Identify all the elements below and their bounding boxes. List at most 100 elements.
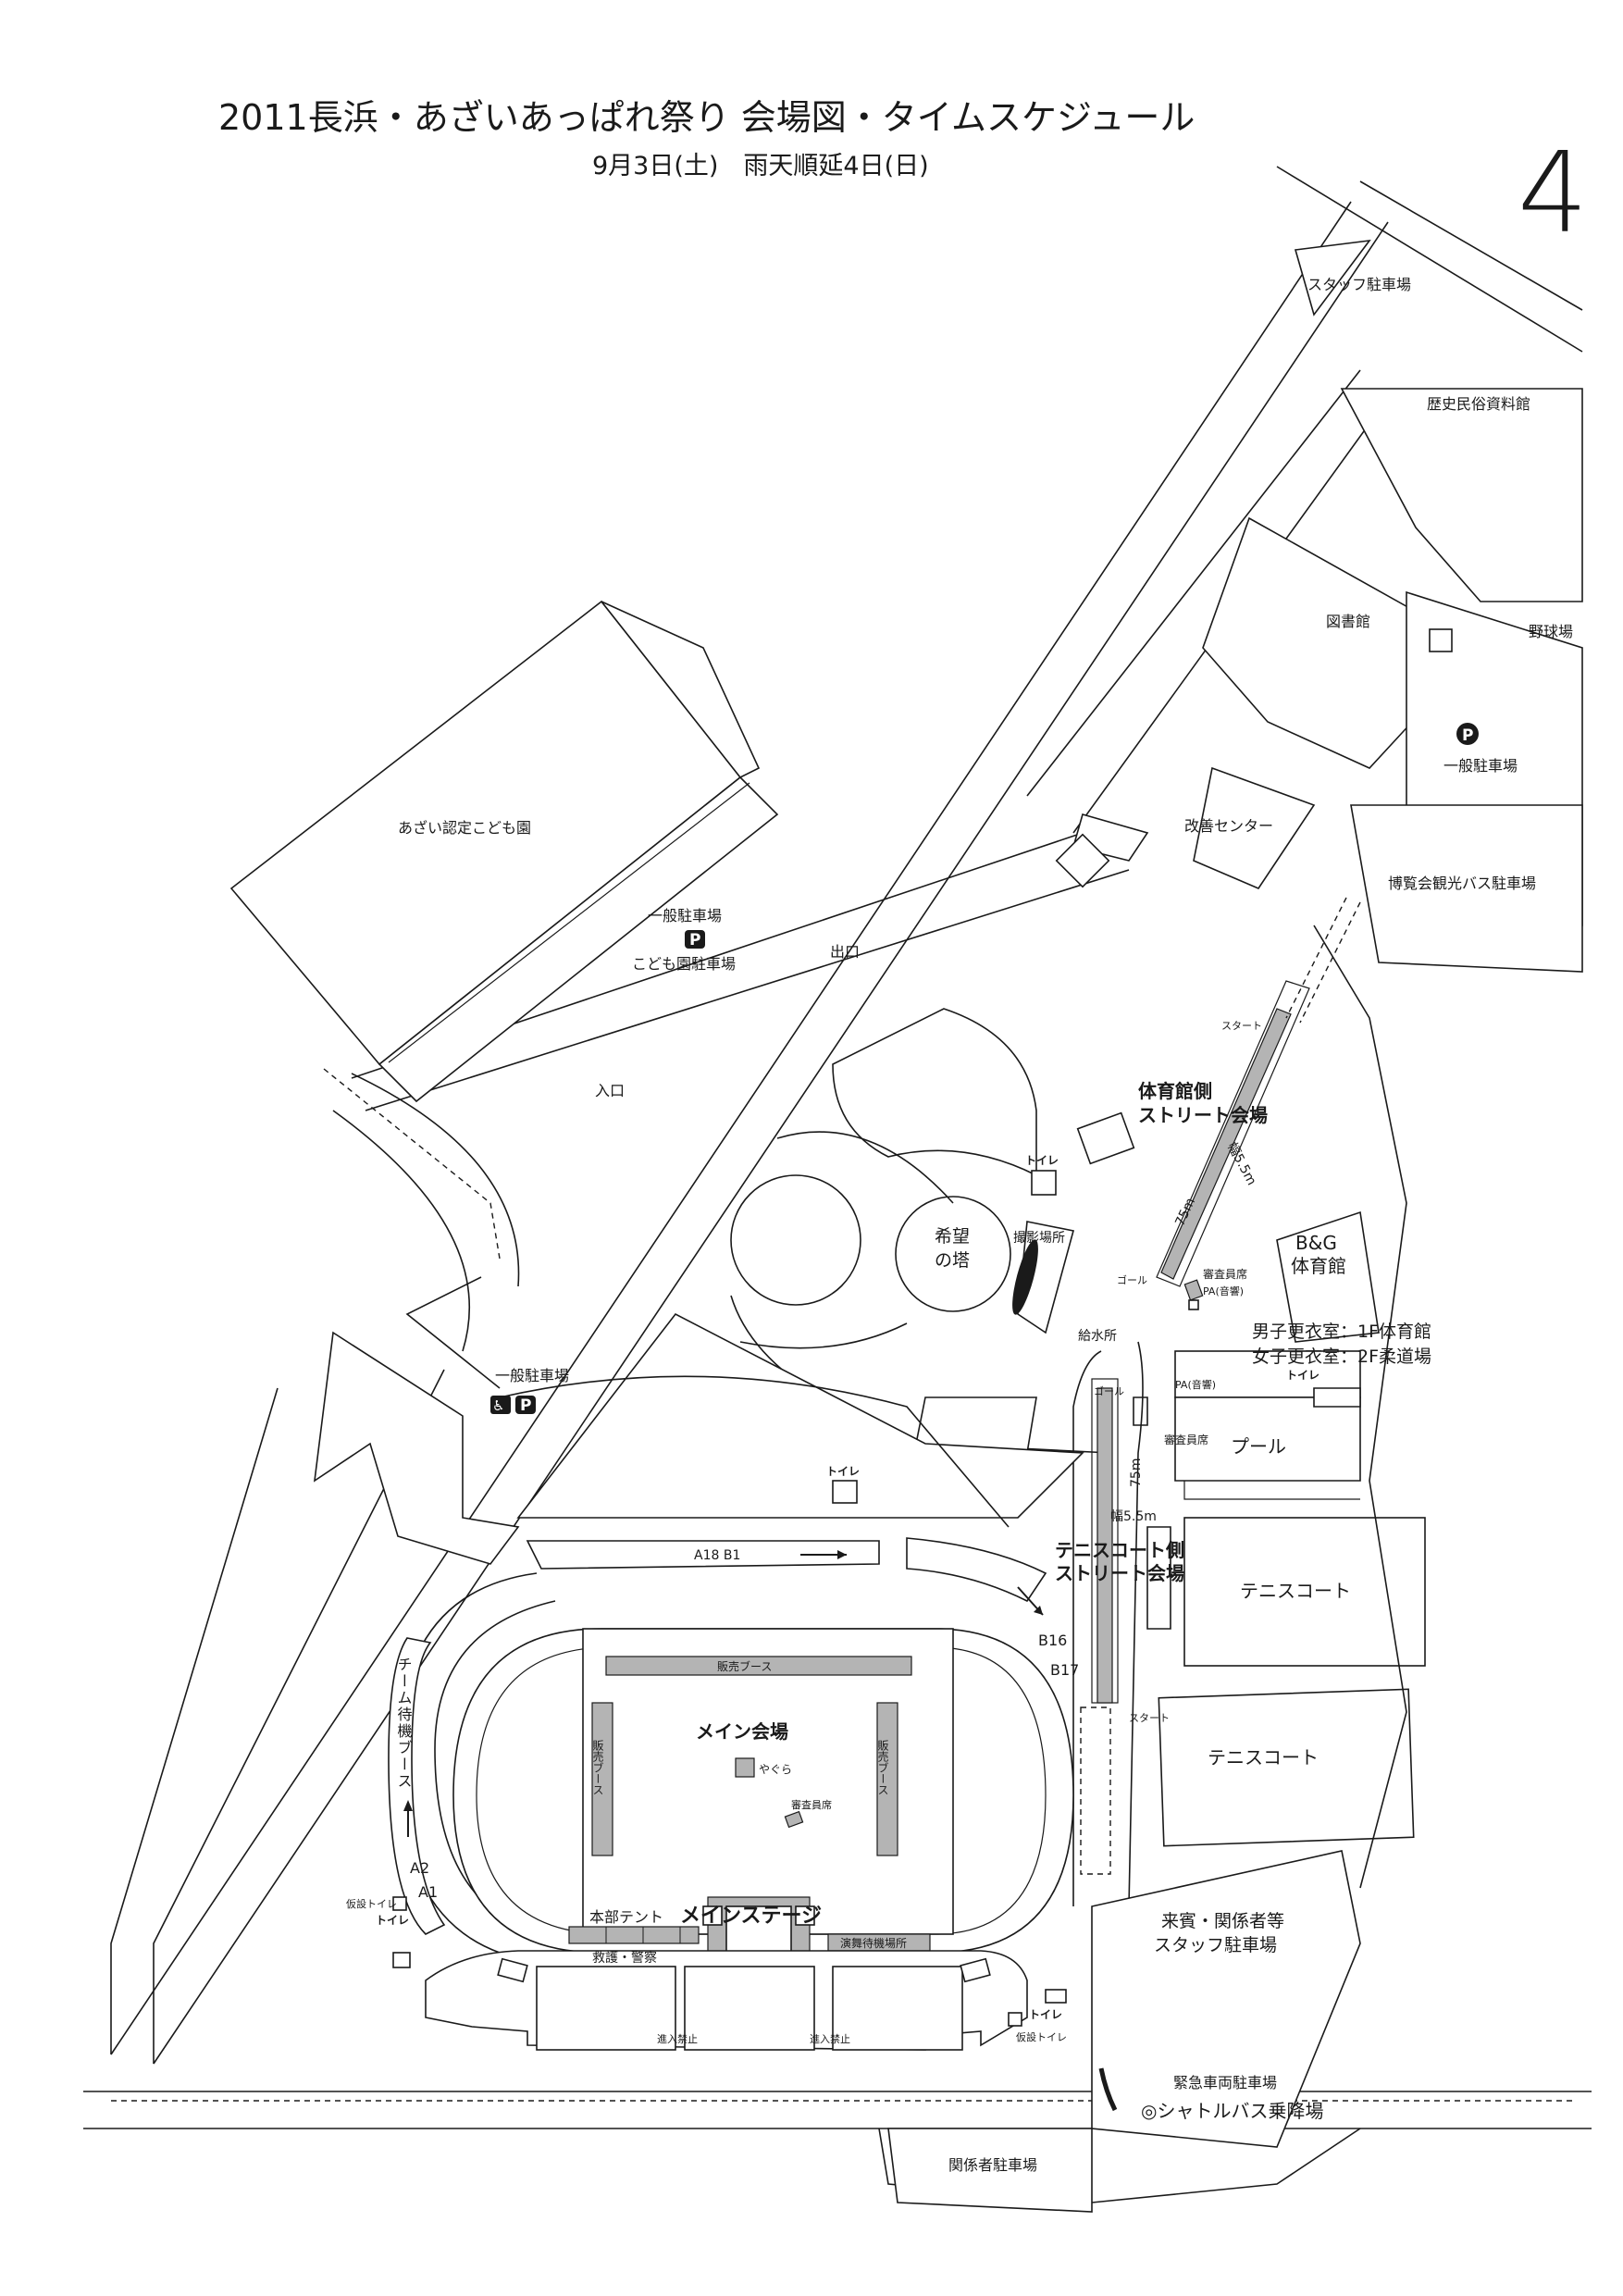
label-length-bottom: 75m (1129, 1458, 1144, 1487)
label-kaizen-center: 改善センター (1184, 817, 1273, 835)
label-emergency-parking: 緊急車両駐車場 (1173, 2074, 1277, 2091)
label-booth-a18-b1: A18 B1 (694, 1548, 740, 1563)
label-temp-toilet-left: 仮設トイレ (346, 1897, 397, 1910)
label-toilet-gym: トイレ (1286, 1369, 1319, 1382)
label-width-bottom: 幅5.5m (1110, 1509, 1157, 1524)
label-azai-kindergarten: あざい認定こども園 (398, 819, 531, 837)
label-bg-gym-2: 体育館 (1291, 1255, 1346, 1277)
svg-text:P: P (689, 931, 700, 949)
stadium (388, 1572, 1074, 2051)
label-library: 図書館 (1326, 613, 1370, 630)
label-men-changing: 男子更衣室：1F体育館 (1252, 1322, 1431, 1342)
label-general-parking-north: 一般駐車場 (648, 907, 722, 925)
label-tennis-court-1: テニスコート (1240, 1580, 1351, 1602)
kibou-tower-circle (895, 1196, 1011, 1312)
north-east-buildings (1055, 239, 1583, 973)
label-sales-booth-left: 販売ブース (591, 1740, 604, 1795)
label-goal-top: ゴール (1117, 1273, 1147, 1286)
central-park (730, 1008, 1135, 1454)
label-guest-staff-parking-1: 来賓・関係者等 (1161, 1911, 1284, 1931)
west-parking-lot (313, 1276, 520, 1565)
label-staff-parking-bottom: 関係者駐車場 (948, 2156, 1037, 2174)
label-photo-spot: 撮影場所 (1013, 1230, 1065, 1246)
label-sales-booth-top: 販売ブース (717, 1659, 772, 1673)
label-staff-parking-top: スタッフ駐車場 (1307, 276, 1411, 293)
page-number-mark: 4 (1518, 130, 1588, 258)
gym-street-lane (1156, 897, 1361, 1310)
label-judge-seat-bottom: 審査員席 (1164, 1433, 1208, 1446)
parking-icon-east: P (1456, 723, 1479, 745)
label-team-waiting-booth: チーム待機ブース (395, 1657, 413, 1790)
label-shuttle-bus: ◎シャトルバス乗降場 (1141, 2100, 1323, 2122)
label-no-entry-2: 進入禁止 (810, 2033, 850, 2045)
parking-icon-north: P (685, 930, 705, 949)
label-width-top: 幅5.5m (1224, 1140, 1259, 1188)
label-gym-street-venue-2: ストリート会場 (1138, 1104, 1268, 1126)
label-pool: プール (1231, 1435, 1286, 1458)
label-no-entry-1: 進入禁止 (657, 2033, 698, 2045)
shuttle-bus-stop-marker (1098, 2067, 1118, 2112)
label-main-venue: メイン会場 (696, 1720, 788, 1743)
label-expo-bus-parking: 博覧会観光バス駐車場 (1388, 875, 1536, 892)
label-general-parking-east: 一般駐車場 (1443, 757, 1518, 775)
road-network (83, 166, 1592, 2129)
label-gym-street-venue-1: 体育館側 (1138, 1080, 1212, 1102)
label-pa-top: PA(音響) (1203, 1285, 1244, 1297)
svg-text:P: P (1462, 726, 1473, 745)
label-kibou-tower-2: の塔 (935, 1250, 970, 1271)
label-toilet-top: トイレ (1025, 1154, 1059, 1167)
label-toilet-bottom: トイレ (1029, 2008, 1062, 2021)
label-toilet-left: トイレ (376, 1914, 409, 1927)
label-booth-b17: B17 (1050, 1661, 1079, 1679)
round-plaza (730, 1174, 861, 1306)
label-performer-waiting: 演舞待機場所 (840, 1936, 907, 1950)
label-sales-booth-right: 販売ブース (876, 1740, 889, 1795)
label-entrance: 入口 (595, 1082, 625, 1099)
label-booth-b16: B16 (1038, 1632, 1067, 1649)
gym-pool-block (1174, 1210, 1380, 1500)
toilet-box-top (1031, 1170, 1057, 1196)
label-main-stage: メインステージ (680, 1905, 822, 1928)
label-women-changing: 女子更衣室：2F柔道場 (1252, 1347, 1431, 1367)
label-booth-a2: A2 (410, 1859, 429, 1877)
label-toilet-mid: トイレ (826, 1465, 860, 1478)
label-general-parking-west: 一般駐車場 (495, 1367, 569, 1384)
label-guest-staff-parking-2: スタッフ駐車場 (1154, 1935, 1277, 1955)
toilet-box-mid (832, 1480, 858, 1504)
building-small-marker (1429, 628, 1453, 652)
accessible-parking-icon: ♿ P (490, 1396, 536, 1415)
label-water-station: 給水所 (1078, 1329, 1117, 1344)
label-judge-seat-main: 審査員席 (791, 1798, 832, 1811)
label-goal-bottom: ゴール (1094, 1384, 1124, 1397)
map-labels: スタッフ駐車場 歴史民俗資料館 図書館 野球場 P 一般駐車場 改善センター 博… (346, 276, 1573, 2174)
label-start-top: スタート (1221, 1020, 1262, 1032)
label-kibou-tower-1: 希望 (935, 1226, 970, 1247)
label-kindergarten-parking: こども園駐車場 (632, 955, 736, 973)
map-subtitle: 9月3日(土) 雨天順延4日(日) (592, 152, 929, 180)
tennis-street-lane (1072, 1341, 1148, 2083)
label-bg-gym-1: B&G (1295, 1232, 1337, 1254)
yagura-marker (735, 1757, 755, 1778)
middle-plaza (499, 1312, 1084, 1616)
svg-text:♿: ♿ (492, 1397, 504, 1414)
label-tennis-street-venue-2: ストリート会場 (1055, 1562, 1184, 1584)
kindergarten-block (229, 600, 779, 1103)
label-exit: 出口 (830, 943, 860, 961)
label-hq-tent: 本部テント (589, 1908, 663, 1926)
label-booth-a1: A1 (418, 1883, 438, 1901)
label-judge-seat-top: 審査員席 (1203, 1267, 1247, 1281)
label-tennis-street-venue-1: テニスコート側 (1055, 1539, 1184, 1561)
label-pa-bottom: PA(音響) (1175, 1378, 1216, 1391)
label-rescue-police: 救護・警察 (592, 1950, 657, 1966)
photo-spot-marker (1012, 1239, 1038, 1315)
label-baseball-field: 野球場 (1529, 623, 1573, 640)
label-yagura: やぐら (759, 1763, 792, 1776)
svg-text:P: P (520, 1396, 531, 1415)
label-history-museum: 歴史民俗資料館 (1427, 395, 1530, 413)
label-temp-toilet-bottom: 仮設トイレ (1016, 2030, 1067, 2043)
map-title: 2011長浜・あざいあっぱれ祭り 会場図・タイムスケジュール (218, 97, 1195, 138)
tennis-block (878, 925, 1426, 2213)
label-tennis-court-2: テニスコート (1208, 1746, 1319, 1769)
label-start-bottom: スタート (1129, 1712, 1170, 1724)
